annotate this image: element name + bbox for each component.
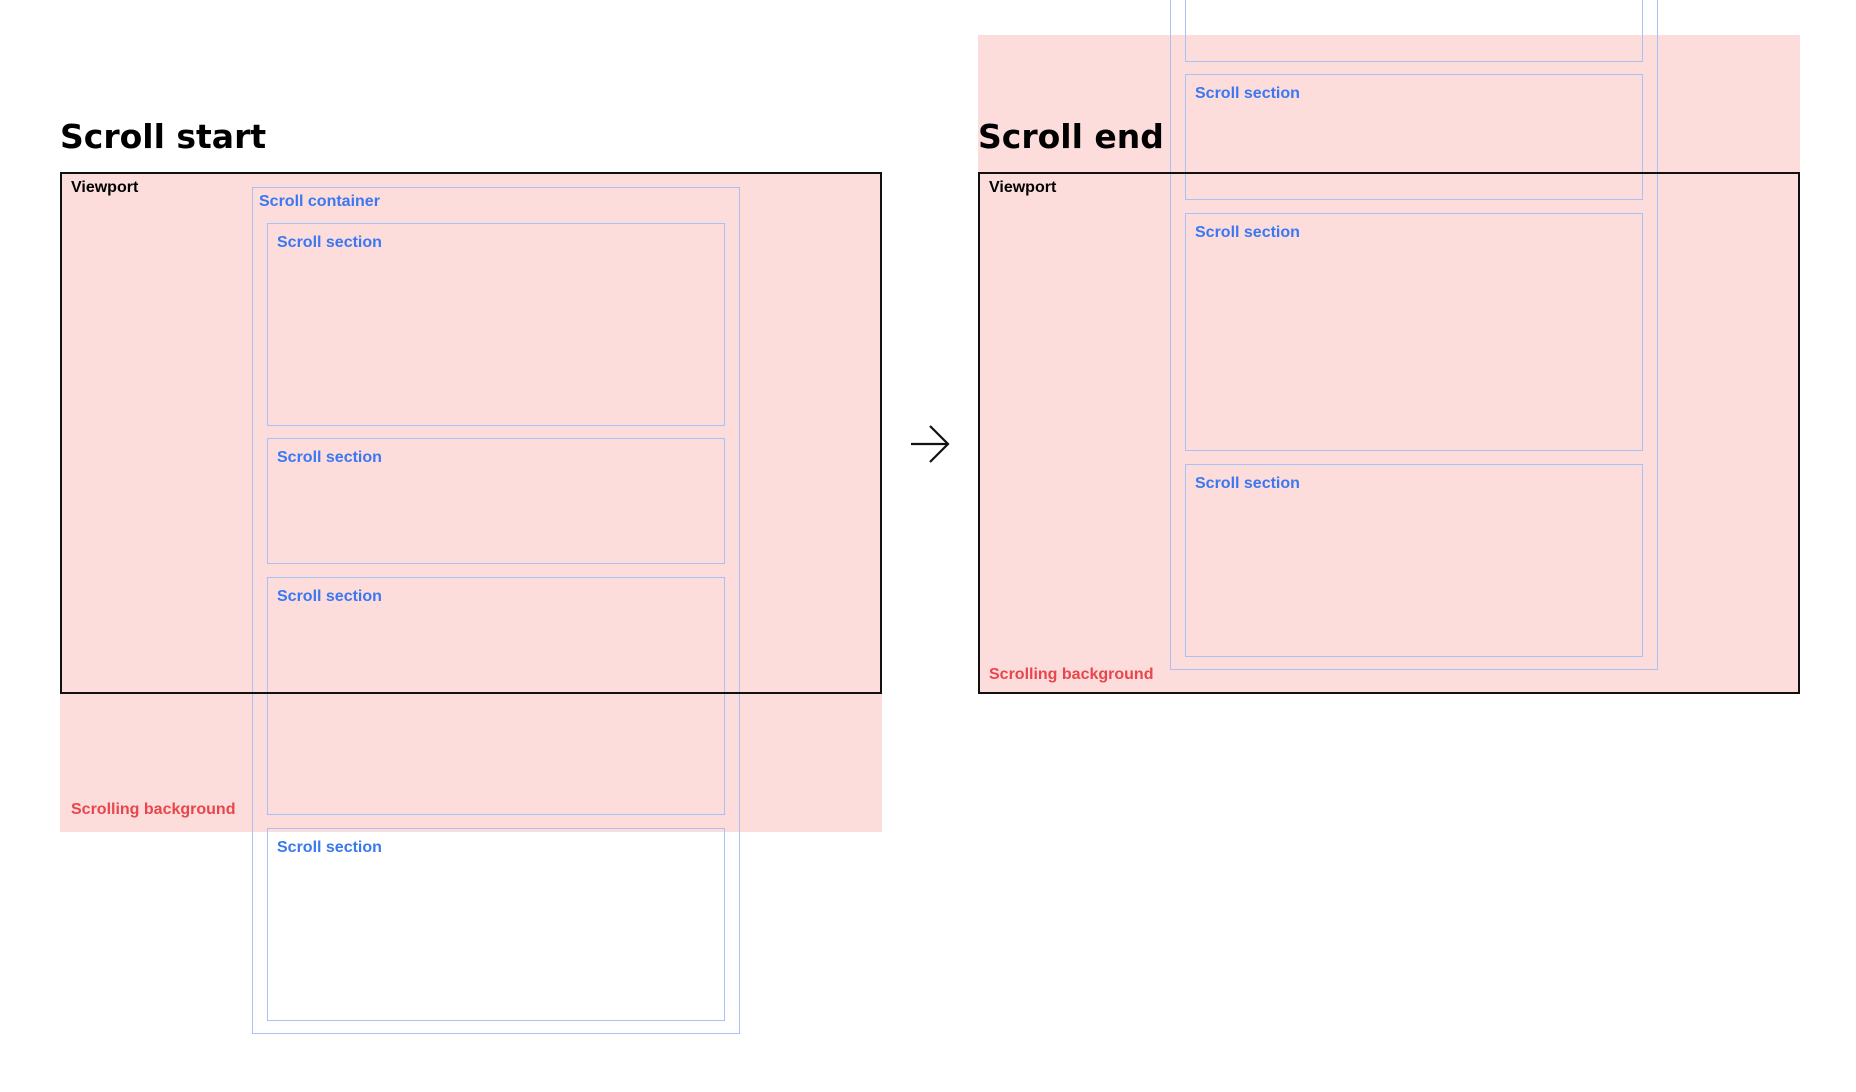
arrow-right-icon [908, 424, 952, 464]
right-scroll-section-1-label: Scroll section [1195, 85, 1300, 102]
left-scrolling-background-label: Scrolling background [71, 801, 236, 818]
left-viewport [60, 172, 882, 694]
scroll-end-title: Scroll end [978, 117, 1164, 156]
left-viewport-label: Viewport [71, 179, 139, 196]
left-scroll-section-4 [267, 828, 725, 1021]
left-scroll-section-2-label: Scroll section [277, 449, 382, 466]
left-scroll-container [252, 187, 740, 1034]
scroll-start-title: Scroll start [60, 117, 267, 156]
right-scroll-section-3-label: Scroll section [1195, 475, 1300, 492]
left-scroll-container-label: Scroll container [259, 193, 380, 210]
right-scroll-section-2-label: Scroll section [1195, 224, 1300, 241]
left-scroll-section-1-label: Scroll section [277, 234, 382, 251]
right-scroll-section-partial [1185, 0, 1643, 62]
left-scroll-section-3 [267, 577, 725, 815]
right-scrolling-background [978, 35, 1800, 694]
left-scroll-section-1 [267, 223, 725, 426]
left-scroll-section-4-label: Scroll section [277, 839, 382, 856]
right-scroll-section-2 [1185, 213, 1643, 451]
right-scroll-section-3 [1185, 464, 1643, 657]
right-viewport-label: Viewport [989, 179, 1057, 196]
right-viewport [978, 172, 1800, 694]
right-scroll-section-1 [1185, 74, 1643, 200]
right-scroll-container [1170, 0, 1658, 670]
left-scroll-section-3-label: Scroll section [277, 588, 382, 605]
right-scrolling-background-label: Scrolling background [989, 666, 1154, 683]
left-scroll-section-2 [267, 438, 725, 564]
left-scrolling-background [60, 172, 882, 832]
